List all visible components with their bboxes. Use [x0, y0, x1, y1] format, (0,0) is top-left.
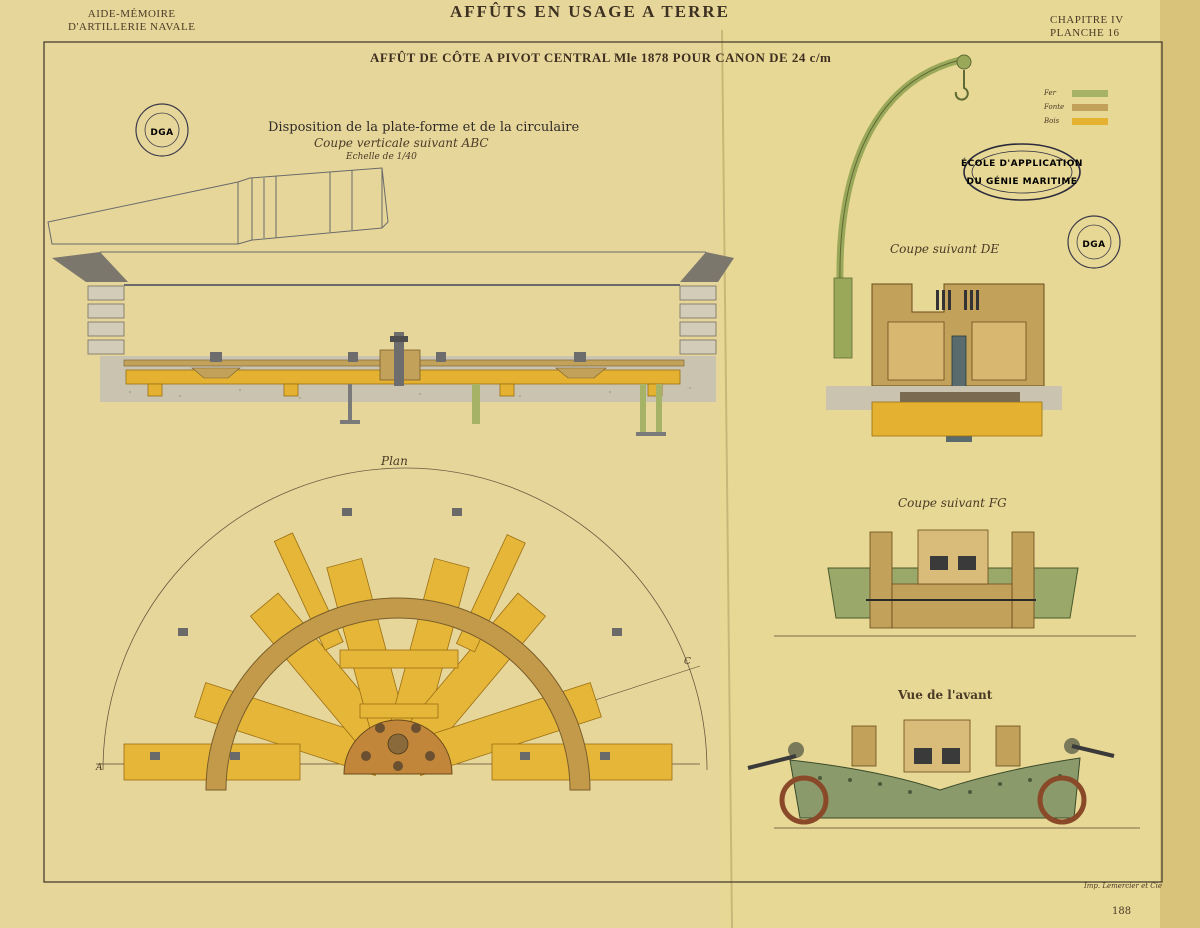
earth-berm-left: [52, 252, 128, 282]
pivot-center: [387, 733, 409, 755]
earth-berm-right: [680, 252, 734, 282]
front-iron-frame: [789, 757, 1081, 819]
front-wheel-left: [779, 775, 829, 825]
wood-block: [499, 383, 515, 397]
section-de-timber: [871, 401, 1043, 437]
crane-pulley: [956, 54, 972, 70]
front-cheek-right: [995, 725, 1021, 767]
pivot-nut: [946, 432, 972, 442]
pivot-clamp: [436, 352, 446, 362]
front-cheek-left: [851, 725, 877, 767]
front-trunnion-block: [903, 719, 971, 773]
pivot-bolts: [361, 723, 435, 771]
handwheel-left: [788, 742, 804, 758]
front-rivets: [818, 774, 1062, 794]
fg-trough: [891, 583, 1013, 629]
circular-rail-plan: [205, 597, 591, 791]
page-number: 188: [1112, 906, 1132, 917]
section-de-view: [826, 54, 1062, 442]
header-right-line1: CHAPITRE IV: [1050, 14, 1124, 26]
imprint: Imp. Lemercier et Cie: [1084, 882, 1163, 890]
platform-top-line: [124, 284, 680, 286]
fg-trunnion-block: [917, 529, 989, 585]
crank-right: [1071, 744, 1115, 758]
masonry-wall-right: [679, 285, 717, 355]
dga-stamp-right-text: DGA: [1082, 240, 1105, 250]
plan-point-a: A: [95, 763, 103, 773]
dga-stamp-left-text: DGA: [150, 128, 173, 138]
rail-bracket: [210, 352, 222, 362]
crank-left: [747, 754, 797, 770]
plan-view: [96, 467, 708, 791]
pivot-bolt: [394, 332, 404, 386]
front-view: [747, 719, 1140, 829]
fg-cheek-right: [1011, 531, 1035, 629]
platform-section: [47, 167, 734, 436]
plan-point-c: C: [684, 657, 691, 667]
dga-stamp-right: DGA: [1067, 215, 1121, 269]
school-stamp-line2: DU GÉNIE MARITIME: [967, 175, 1078, 187]
fg-cheek-left: [869, 531, 893, 629]
plate-frame: [43, 41, 1163, 883]
masonry-wall-left: [87, 285, 125, 355]
header-right: CHAPITRE IV PLANCHE 16: [1050, 14, 1124, 40]
rail-chair: [555, 367, 607, 379]
crane-post: [833, 277, 853, 359]
legend-label-iron: Fer: [1044, 89, 1056, 97]
anchor-rod: [656, 384, 662, 436]
rail-bracket: [574, 352, 586, 362]
cannon-barrel: [47, 167, 389, 245]
beam-bolts: [150, 508, 622, 760]
front-teeth: [914, 748, 960, 764]
header-left-line1: AIDE-MÉMOIRE: [87, 8, 176, 20]
school-oval-stamp: ÉCOLE D'APPLICATION DU GÉNIE MARITIME: [961, 143, 1083, 201]
front-view-label: Vue de l'avant: [898, 688, 993, 702]
page-title: AFFÛTS EN USAGE A TERRE: [450, 2, 730, 21]
fg-teeth: [930, 556, 976, 570]
plan-label: Plan: [381, 454, 408, 468]
anchor-rod: [348, 384, 352, 424]
header-right-line2: PLANCHE 16: [1050, 27, 1120, 39]
anchor-rod: [472, 384, 480, 424]
section-fg-label: Coupe suivant FG: [898, 496, 1007, 510]
platform-scale: Echelle de 1/40: [346, 152, 417, 162]
paper-fold: [721, 29, 733, 928]
pivot-head: [390, 336, 408, 342]
legend-swatch-wood: [1072, 118, 1108, 125]
platform-caption: Disposition de la plate-forme et de la c…: [268, 120, 580, 135]
front-wheel-right: [1037, 775, 1087, 825]
plate-subtitle: AFFÛT DE CÔTE A PIVOT CENTRAL Mle 1878 P…: [370, 50, 832, 65]
platform-subcaption: Coupe verticale suivant ABC: [314, 136, 489, 150]
header-left-line2: D'ARTILLERIE NAVALE: [68, 21, 196, 33]
pivot-clamp: [348, 352, 358, 362]
anchor-plate: [340, 420, 360, 424]
legend-label-wood: Bois: [1044, 117, 1060, 125]
section-de-roller-track: [900, 392, 1020, 402]
carriage-cheek-left: [887, 321, 945, 381]
legend-swatch-cast-iron: [1072, 104, 1108, 111]
rail-chair: [191, 367, 241, 379]
section-de-label: Coupe suivant DE: [890, 242, 1000, 256]
anchor-rod: [640, 384, 646, 436]
header-left: AIDE-MÉMOIRE D'ARTILLERIE NAVALE: [68, 8, 195, 34]
legend-swatch-iron: [1072, 90, 1108, 97]
wood-block: [283, 383, 299, 397]
vent-slots: [936, 290, 979, 310]
wood-block: [147, 383, 163, 397]
carriage-cheek-right: [971, 321, 1027, 381]
legend-label-cast-iron: Fonte: [1044, 103, 1065, 111]
traverse-circle: [102, 467, 708, 771]
paper-edge: [1160, 0, 1200, 928]
section-fg-view: [774, 529, 1136, 637]
dga-stamp-left: DGA: [135, 103, 189, 157]
crane-arm-outline: [839, 59, 961, 283]
school-stamp-line1: ÉCOLE D'APPLICATION: [961, 157, 1083, 169]
crane-hook: [954, 70, 969, 101]
anchor-plate: [636, 432, 666, 436]
